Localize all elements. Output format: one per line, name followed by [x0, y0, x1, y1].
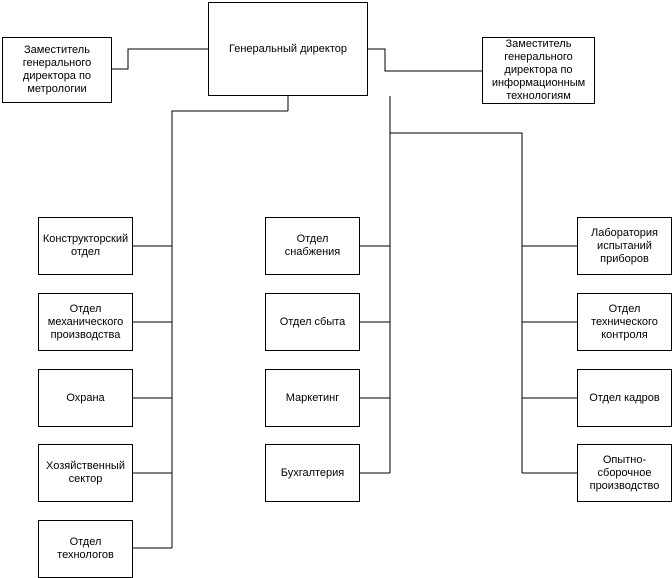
sales-department-box: Отдел сбыта: [265, 293, 360, 351]
hr-department-box: Отдел кадров: [577, 369, 672, 427]
accounting-box: Бухгалтерия: [265, 444, 360, 502]
testing-laboratory-box: Лаборатория испытаний приборов: [577, 217, 672, 275]
supply-department-box: Отдел снабжения: [265, 217, 360, 275]
marketing-box: Маркетинг: [265, 369, 360, 427]
design-department-box: Конструкторский отдел: [38, 217, 133, 275]
quality-control-box: Отдел технического контроля: [577, 293, 672, 351]
mechanical-production-box: Отдел механического производства: [38, 293, 133, 351]
pilot-assembly-box: Опытно- сборочное производство: [577, 444, 672, 502]
general-director-box: Генеральный директор: [208, 2, 368, 96]
deputy-metrology-box: Заместитель генерального директора по ме…: [2, 37, 112, 103]
technologists-department-box: Отдел технологов: [38, 520, 133, 578]
security-box: Охрана: [38, 369, 133, 427]
deputy-it-box: Заместитель генерального директора по ин…: [482, 37, 595, 104]
maintenance-sector-box: Хозяйственный сектор: [38, 444, 133, 502]
